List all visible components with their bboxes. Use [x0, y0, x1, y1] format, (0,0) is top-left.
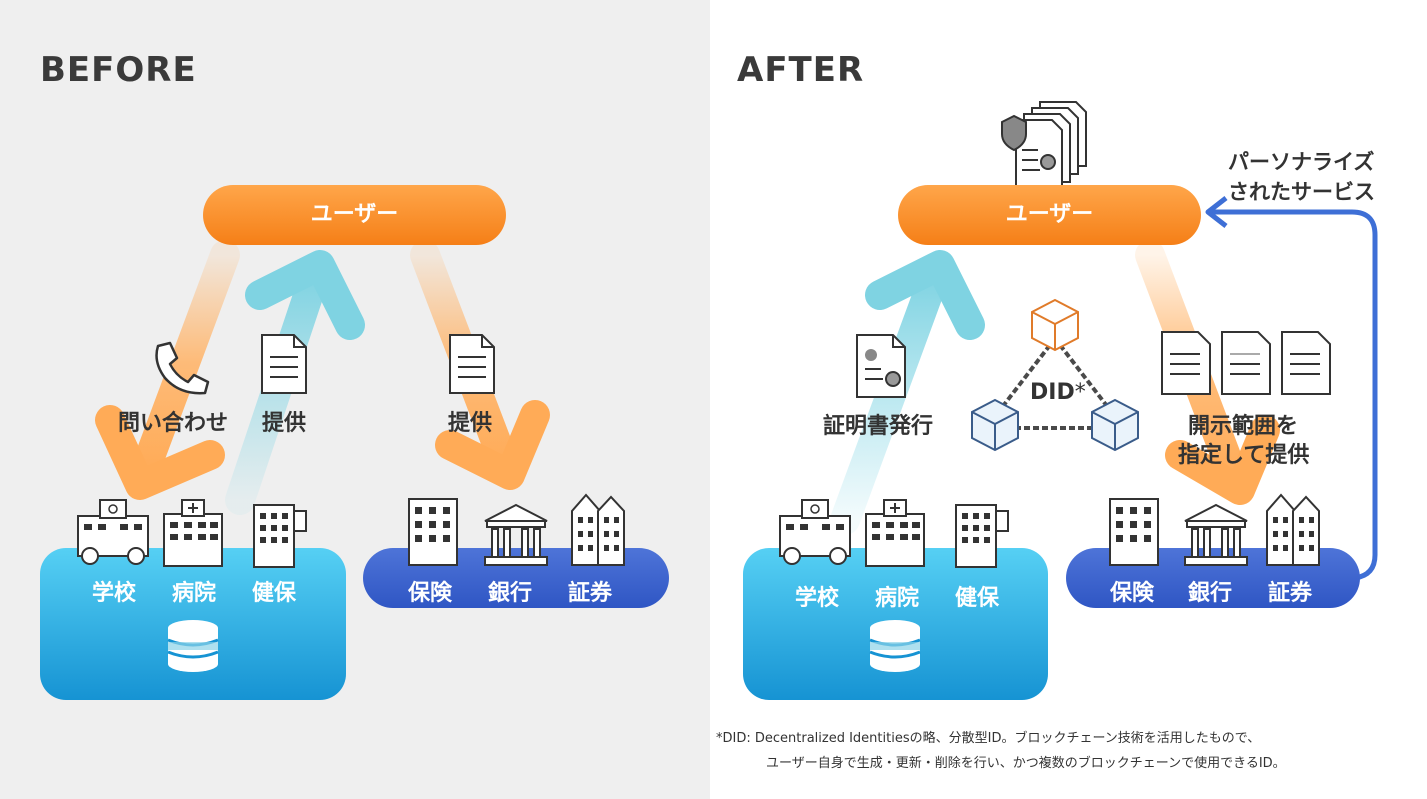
- apartment-buildings-icon: [1266, 493, 1320, 566]
- apartment-buildings-icon: [571, 493, 625, 566]
- after-public-org-0: 学校: [795, 586, 840, 611]
- checklist-document-icon: [1221, 331, 1271, 395]
- disclosed-documents-icon: [1161, 331, 1331, 395]
- certificate-document-icon: [856, 334, 906, 398]
- cube-left-icon: [971, 398, 1019, 452]
- after-user-label: ユーザー: [1005, 202, 1094, 227]
- hospital-icon: [163, 499, 223, 567]
- personalized-line-0: パーソナライズ: [1228, 150, 1375, 174]
- personalized-line-1: されたサービス: [1228, 180, 1375, 204]
- checklist-document-icon: [261, 334, 307, 394]
- before-private-org-0: 保険: [408, 581, 453, 606]
- footnote-line-1: *DID: Decentralized Identitiesの略、分散型ID。ブ…: [716, 731, 1261, 746]
- certificate-label: 証明書発行: [823, 414, 934, 439]
- did-text: DID: [1030, 380, 1075, 405]
- after-private-org-1: 銀行: [1188, 581, 1233, 606]
- inquiry-arrow: [95, 240, 240, 500]
- before-user-pill: ユーザー: [203, 185, 506, 245]
- office-building-icon: [253, 504, 307, 568]
- before-public-org-2: 健保: [252, 581, 297, 606]
- before-user-label: ユーザー: [310, 202, 399, 227]
- bank-icon: [484, 503, 548, 566]
- after-user-pill: ユーザー: [898, 185, 1201, 245]
- cube-right-icon: [1091, 398, 1139, 452]
- office-building-icon: [408, 498, 458, 566]
- after-heading: AFTER: [737, 50, 865, 90]
- after-private-org-0: 保険: [1110, 581, 1155, 606]
- before-public-org-1: 病院: [172, 581, 217, 606]
- school-icon: [77, 499, 149, 565]
- cube-top-icon: [1031, 298, 1079, 352]
- before-heading: BEFORE: [40, 50, 197, 90]
- checklist-document-icon: [449, 334, 495, 394]
- school-icon: [779, 499, 851, 565]
- hospital-icon: [865, 499, 925, 567]
- did-asterisk: *: [1074, 380, 1086, 405]
- checklist-document-icon: [1161, 331, 1211, 395]
- database-icon: [869, 620, 921, 672]
- footnote-line-2: ユーザー自身で生成・更新・削除を行い、かつ複数のブロックチェーンで使用できるID…: [766, 756, 1286, 771]
- disclose-line-0: 開示範囲を: [1188, 414, 1299, 439]
- did-blockchain-triangle: [971, 298, 1139, 452]
- inquiry-label: 問い合わせ: [118, 411, 229, 436]
- after-private-org-2: 証券: [1268, 581, 1313, 606]
- after-public-org-1: 病院: [875, 586, 920, 611]
- database-icon: [167, 620, 219, 672]
- phone-icon: [155, 341, 210, 395]
- certificates-stack-icon: [1001, 101, 1087, 191]
- provide-left-label: 提供: [262, 411, 307, 436]
- after-public-org-2: 健保: [955, 586, 1000, 611]
- personalized-return-arrow: [1205, 196, 1378, 581]
- provide-right-label: 提供: [448, 411, 493, 436]
- office-building-icon: [1109, 498, 1159, 566]
- before-public-org-0: 学校: [92, 581, 137, 606]
- before-private-org-1: 銀行: [488, 581, 533, 606]
- before-private-org-2: 証券: [568, 581, 613, 606]
- checklist-document-icon: [1281, 331, 1331, 395]
- bank-icon: [1184, 503, 1248, 566]
- office-building-icon: [955, 504, 1009, 568]
- did-label: DID*: [1030, 380, 1086, 405]
- disclose-line-1: 指定して提供: [1178, 443, 1310, 468]
